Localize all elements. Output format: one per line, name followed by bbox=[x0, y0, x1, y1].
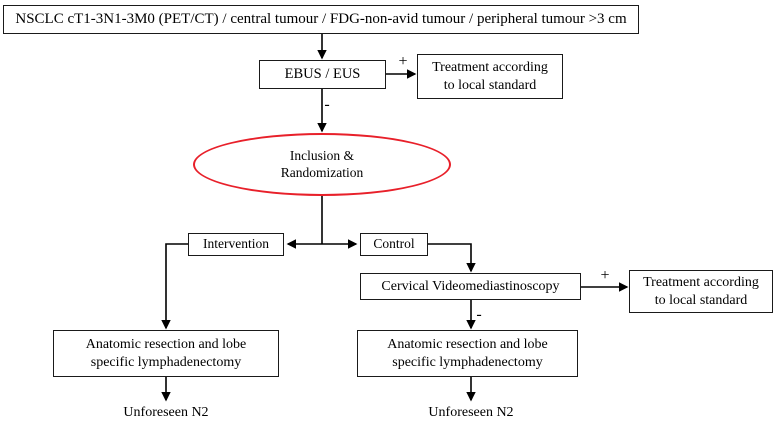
node-treatment-2-line2: to local standard bbox=[654, 292, 748, 308]
node-anatomic-resection-left: Anatomic resection and lobe specific lym… bbox=[53, 330, 279, 377]
node-inclusion-randomization: Inclusion & Randomization bbox=[193, 133, 451, 196]
node-surgery-left-line1: Anatomic resection and lobe bbox=[85, 337, 247, 353]
node-unforeseen-n2-right: Unforeseen N2 bbox=[428, 405, 514, 420]
node-anatomic-resection-right: Anatomic resection and lobe specific lym… bbox=[357, 330, 578, 377]
edge-label-cvm-negative: - bbox=[476, 306, 482, 323]
node-ebus-label: EBUS / EUS bbox=[284, 65, 361, 82]
node-header-label: NSCLC cT1-3N1-3M0 (PET/CT) / central tum… bbox=[15, 11, 627, 28]
node-surgery-right-text: Anatomic resection and lobe specific lym… bbox=[387, 336, 548, 370]
node-unforeseen-n2-left: Unforeseen N2 bbox=[123, 405, 209, 420]
node-surgery-left-text: Anatomic resection and lobe specific lym… bbox=[86, 336, 247, 370]
node-treatment-1-line2: to local standard bbox=[443, 77, 537, 93]
edge-label-ebus-negative: - bbox=[324, 96, 330, 113]
edge-intervention-to-surgery-left bbox=[161, 243, 188, 330]
node-treatment-1-text: Treatment according to local standard bbox=[432, 59, 548, 93]
node-cvm-label: Cervical Videomediastinoscopy bbox=[381, 278, 560, 294]
node-surgery-left-line2: specific lymphadenectomy bbox=[90, 354, 242, 370]
edge-label-ebus-positive: + bbox=[398, 53, 408, 70]
node-surgery-right-line2: specific lymphadenectomy bbox=[392, 354, 543, 370]
node-treatment-local-standard-1: Treatment according to local standard bbox=[417, 54, 563, 99]
node-ebus-eus: EBUS / EUS bbox=[259, 60, 386, 89]
node-inclusion-text: Inclusion & Randomization bbox=[281, 148, 363, 181]
node-surgery-right-line1: Anatomic resection and lobe bbox=[387, 337, 548, 353]
node-treatment-local-standard-2: Treatment according to local standard bbox=[629, 270, 773, 313]
edge-label-cvm-positive: + bbox=[600, 267, 610, 284]
node-cervical-videomediastinoscopy: Cervical Videomediastinoscopy bbox=[360, 273, 581, 300]
node-inclusion-line2: Randomization bbox=[280, 164, 364, 180]
node-inclusion-line1: Inclusion & bbox=[289, 148, 355, 164]
node-control-label: Control bbox=[373, 236, 415, 252]
node-treatment-2-line1: Treatment according bbox=[643, 275, 759, 291]
node-intervention-label: Intervention bbox=[203, 236, 269, 252]
node-treatment-1-line1: Treatment according bbox=[432, 60, 548, 76]
edge-control-to-cvm bbox=[428, 243, 476, 273]
node-treatment-2-text: Treatment according to local standard bbox=[643, 274, 759, 308]
node-control: Control bbox=[360, 233, 428, 256]
node-header-eligibility: NSCLC cT1-3N1-3M0 (PET/CT) / central tum… bbox=[3, 5, 639, 34]
node-intervention: Intervention bbox=[188, 233, 284, 256]
